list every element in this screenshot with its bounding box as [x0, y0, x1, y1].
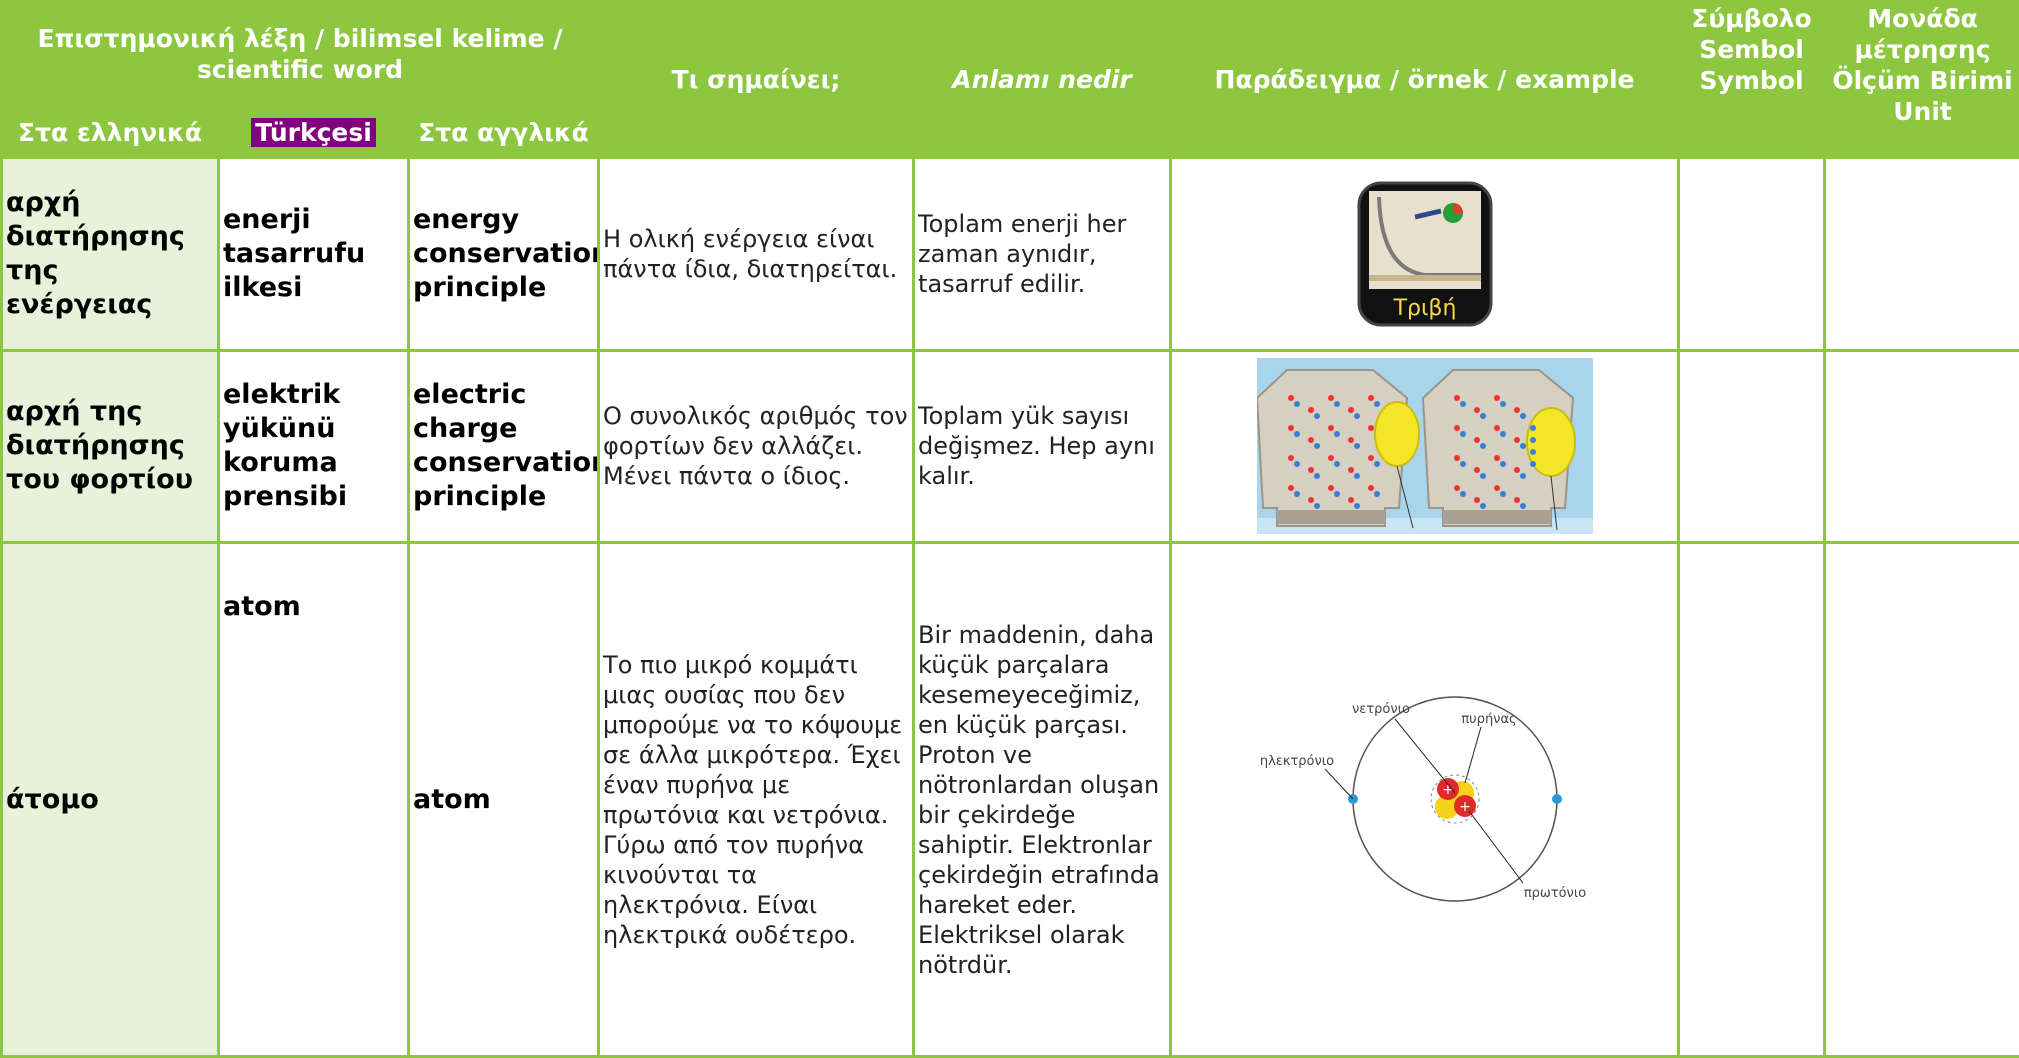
- example-cell: + + νετρόνιο πυρήνας ηλεκτρόνιο πρωτόνιο: [1169, 541, 1681, 1058]
- term-greek: άτομο: [0, 541, 220, 1058]
- symbol-cell: [1677, 348, 1827, 545]
- meaning-turkish: Bir maddenin, daha küçük parçalara kesem…: [912, 541, 1173, 1058]
- table-row: αρχή της διατήρησης του φορτίου elektrik…: [0, 348, 2019, 545]
- term-greek: αρχή διατήρησης της ενέργειας: [0, 156, 220, 352]
- header-scientific-word: Επιστημονική λέξη / bilimsel kelime / sc…: [0, 0, 601, 109]
- symbol-cell: [1677, 541, 1827, 1058]
- example-cell: Τριβή: [1169, 156, 1681, 352]
- term-english: atom: [406, 541, 601, 1058]
- unit-cell: [1823, 348, 2019, 545]
- meaning-greek: Το πιο μικρό κομμάτι μιας ουσίας που δεν…: [597, 541, 916, 1058]
- unit-cell: [1823, 541, 2019, 1058]
- term-english: energy conservation principle: [406, 156, 601, 352]
- balloon-sweater-picture: [1256, 358, 1593, 535]
- table-row: αρχή διατήρησης της ενέργειας enerji tas…: [0, 156, 2019, 352]
- unit-cell: [1823, 156, 2019, 352]
- header-row-2: Στα ελληνικά Türkçesi Στα αγγλικά: [0, 105, 2019, 160]
- term-turkish: elektrik yükünü koruma prensibi: [217, 348, 410, 545]
- header-symbol: Σύμβολο Sembol Symbol: [1677, 0, 1827, 160]
- atom-label-neutron: νετρόνιο: [1352, 702, 1410, 717]
- header-turkish: Türkçesi: [251, 117, 376, 147]
- table-row: άτομο atom atom Το πιο μικρό κομμάτι μια…: [0, 541, 2019, 1058]
- svg-text:+: +: [1459, 799, 1471, 815]
- example-label: Τριβή: [1392, 296, 1456, 321]
- symbol-cell: [1677, 156, 1827, 352]
- atom-label-nucleus: πυρήνας: [1461, 712, 1516, 727]
- meaning-greek: Η ολική ενέργεια είναι πάντα ίδια, διατη…: [597, 156, 916, 352]
- term-turkish: enerji tasarrufu ilkesi: [217, 156, 410, 352]
- friction-app-icon: Τριβή: [1357, 181, 1493, 327]
- term-greek: αρχή της διατήρησης του φορτίου: [0, 348, 220, 545]
- header-row-1: Επιστημονική λέξη / bilimsel kelime / sc…: [0, 0, 2019, 160]
- header-unit: Μονάδα μέτρησης Ölçüm Birimi Unit: [1823, 0, 2019, 160]
- meaning-greek: Ο συνολικός αριθμός τον φορτίων δεν αλλά…: [597, 348, 916, 545]
- term-turkish: atom: [217, 541, 410, 1058]
- header-meaning-turkish: Anlamı nedir: [912, 0, 1173, 160]
- atom-label-proton: πρωτόνιο: [1523, 886, 1585, 901]
- atom-diagram: + + νετρόνιο πυρήνας ηλεκτρόνιο πρωτόνιο: [1259, 695, 1586, 902]
- meaning-turkish: Toplam enerji her zaman aynıdır, tasarru…: [912, 156, 1173, 352]
- example-cell: [1169, 348, 1681, 545]
- atom-label-electron: ηλεκτρόνιο: [1259, 754, 1333, 769]
- header-greek: Στα ελληνικά: [0, 105, 220, 160]
- header-english: Στα αγγλικά: [406, 105, 601, 160]
- meaning-turkish: Toplam yük sayısı değişmez. Hep aynı kal…: [912, 348, 1173, 545]
- header-meaning-greek: Τι σημαίνει;: [597, 0, 916, 160]
- svg-text:+: +: [1442, 782, 1454, 798]
- term-english: electric charge conservation principle: [406, 348, 601, 545]
- header-example: Παράδειγμα / örnek / example: [1169, 0, 1681, 160]
- header-turkish-cell: Türkçesi: [217, 105, 410, 160]
